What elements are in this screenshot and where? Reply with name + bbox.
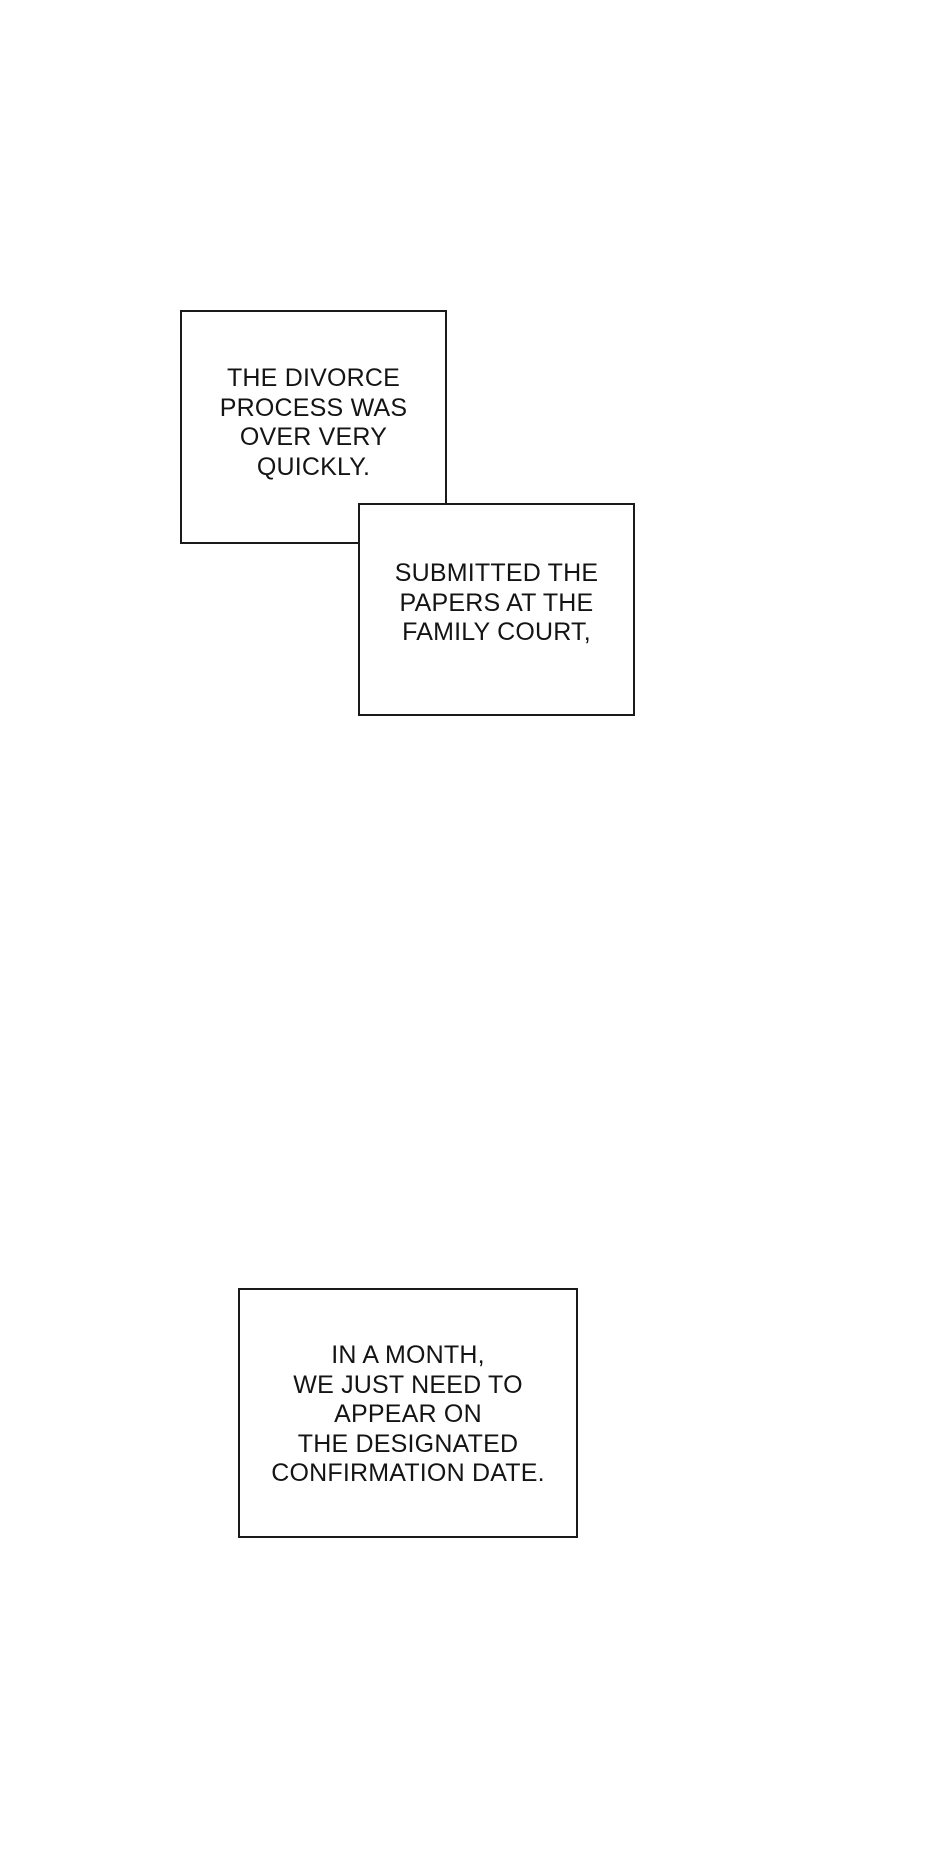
- narration-text-divorce-process: THE DIVORCE PROCESS WAS OVER VERY QUICKL…: [219, 364, 408, 481]
- narration-text-family-court: SUBMITTED THE PAPERS AT THE FAMILY COURT…: [394, 559, 599, 647]
- narration-box-divorce-process: THE DIVORCE PROCESS WAS OVER VERY QUICKL…: [180, 310, 447, 544]
- narration-box-family-court: SUBMITTED THE PAPERS AT THE FAMILY COURT…: [358, 503, 635, 716]
- narration-text-confirmation-date: IN A MONTH, WE JUST NEED TO APPEAR ON TH…: [271, 1341, 545, 1488]
- narration-box-confirmation-date: IN A MONTH, WE JUST NEED TO APPEAR ON TH…: [238, 1288, 578, 1538]
